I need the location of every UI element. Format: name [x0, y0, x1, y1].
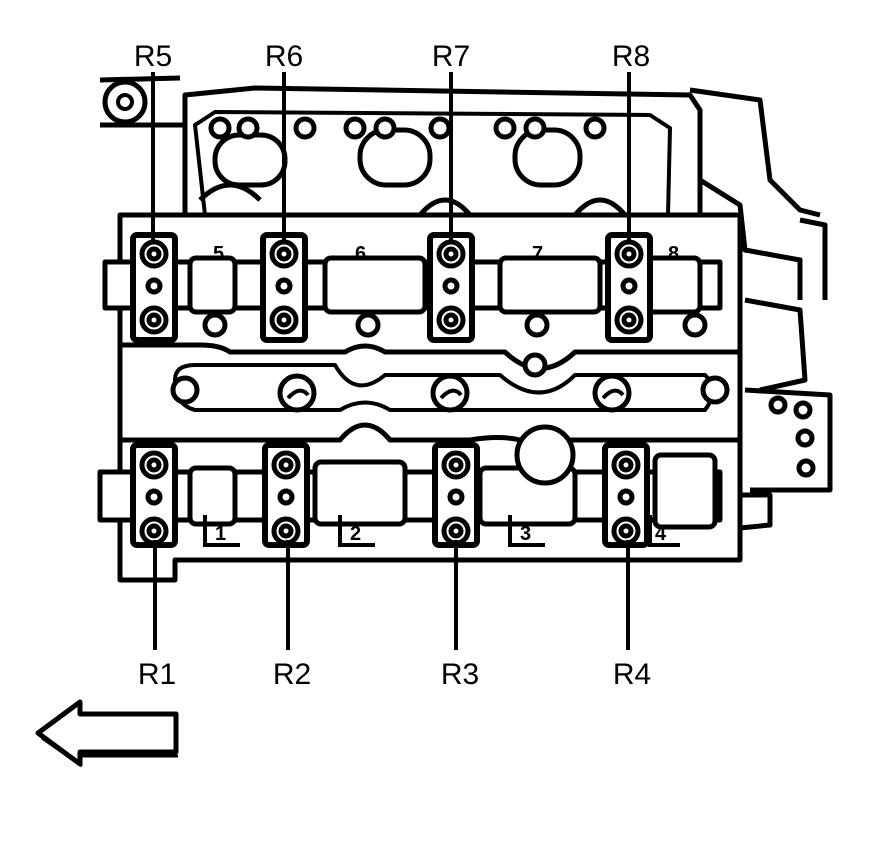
front-arrow-shadow — [41, 736, 178, 768]
callout-r5: R5 — [134, 40, 172, 73]
frame-line — [99, 75, 185, 128]
cap-bolt-head-r1-3 — [146, 523, 162, 539]
cap-bolt-head-r4-1 — [618, 457, 634, 473]
journal-number-4: 4 — [655, 523, 667, 545]
leader-lines — [151, 72, 631, 650]
center-valley — [117, 312, 743, 443]
journal-number-6: 6 — [355, 243, 366, 265]
journal-number-7: 7 — [532, 243, 543, 265]
journal-number-8: 8 — [668, 243, 679, 265]
cap-bolt-head-r7-1 — [443, 246, 459, 262]
cap-bolt-head-r3-3 — [448, 523, 464, 539]
cap-bolt-r2-2 — [277, 488, 295, 506]
cap-bolt-r4-2 — [617, 488, 635, 506]
cap-bolt-head-r6-3 — [276, 312, 292, 328]
cap-bolt-r8-2 — [620, 277, 638, 295]
callout-r2: R2 — [273, 658, 311, 691]
lower-camshaft — [97, 424, 723, 530]
cap-bolt-r6-2 — [275, 277, 293, 295]
journal-plates — [203, 515, 680, 547]
cap-bolts — [139, 239, 644, 546]
upper-camshaft — [102, 255, 723, 315]
callout-r7: R7 — [432, 40, 470, 73]
journal-number-3: 3 — [520, 523, 531, 545]
front-arrow-icon — [35, 699, 179, 767]
cap-bolt-head-r8-3 — [621, 312, 637, 328]
cap-bolt-r7-2 — [442, 277, 460, 295]
bolt-boss-hole — [116, 93, 134, 111]
cap-bolt-head-r3-1 — [448, 457, 464, 473]
intake-manifold-outline — [182, 85, 703, 233]
cap-bolt-head-r2-3 — [278, 523, 294, 539]
cap-bolt-head-r7-3 — [443, 312, 459, 328]
callout-r4: R4 — [613, 658, 651, 691]
cap-bolt-head-r5-3 — [146, 312, 162, 328]
cap-bolt-r3-2 — [447, 488, 465, 506]
cap-bolt-r5-2 — [145, 277, 163, 295]
cap-bolt-head-r2-1 — [278, 457, 294, 473]
cap-bolt-head-r6-1 — [276, 246, 292, 262]
cap-bolt-head-r5-1 — [146, 246, 162, 262]
right-side-components — [689, 87, 833, 531]
callout-r3: R3 — [441, 658, 479, 691]
cap-bolt-r1-2 — [145, 488, 163, 506]
journal-number-5: 5 — [213, 243, 224, 265]
callout-r6: R6 — [265, 40, 303, 73]
cap-bolt-head-r1-1 — [146, 457, 162, 473]
cap-bolt-head-r4-3 — [618, 523, 634, 539]
callout-r8: R8 — [612, 40, 650, 73]
cap-bolt-head-r8-1 — [621, 246, 637, 262]
callout-r1: R1 — [138, 658, 176, 691]
journal-number-2: 2 — [350, 523, 361, 545]
journal-number-1: 1 — [215, 523, 226, 545]
